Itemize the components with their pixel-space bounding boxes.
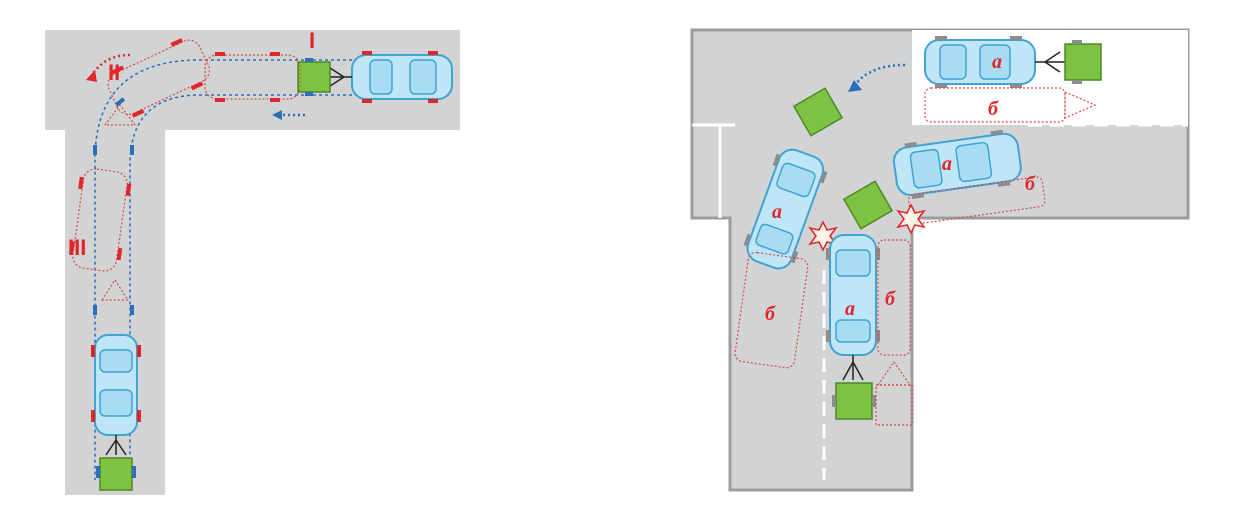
- ghost-b-right-label: б: [1025, 173, 1036, 195]
- track-outer: [94, 59, 430, 480]
- road-l-shape-right: [692, 30, 1188, 490]
- road-l-shape: [45, 30, 460, 495]
- stage-label-1: I: [309, 28, 315, 53]
- ghost-trailer-stage-2: [103, 97, 137, 126]
- collision-star-right: [896, 203, 926, 235]
- track-inner: [129, 94, 430, 480]
- move-arrow-head: [848, 80, 862, 92]
- ghost-b-center: [875, 239, 913, 426]
- collision-star-left: [808, 220, 838, 252]
- car-a-right: [892, 129, 1022, 199]
- ghost-trailer-stage-3: [93, 145, 134, 315]
- right-diagram-svg: а б а б: [690, 28, 1190, 492]
- car-final: [91, 334, 141, 456]
- ghost-car-stage-3: [69, 168, 132, 272]
- car-a-left: [743, 148, 828, 270]
- car-a-center: [826, 234, 880, 381]
- left-diagram: I II III: [0, 0, 520, 523]
- ghost-b-center-label: б: [885, 288, 896, 310]
- trailer-rotated: [792, 87, 844, 137]
- car-a-top: а: [924, 36, 1065, 88]
- car-stage-1: [329, 51, 453, 103]
- car-a-center-label: а: [845, 298, 855, 320]
- ghost-b-top: б: [924, 87, 1097, 123]
- ghost-b-top-label: б: [988, 98, 999, 120]
- turn-arrow-red-head: [86, 70, 97, 82]
- right-diagram: а б а б: [640, 0, 1235, 523]
- car-a-right-label: а: [942, 153, 952, 175]
- car-a-left-label: а: [772, 201, 782, 223]
- trailer-center: [842, 180, 894, 230]
- trailer-top: [1064, 40, 1102, 84]
- left-diagram-svg: I II III: [45, 28, 460, 495]
- trailer-stage-1: [297, 58, 331, 96]
- trailer-final: [96, 457, 136, 491]
- car-a-top-label: а: [992, 51, 1002, 73]
- stage-label-2: II: [108, 60, 120, 85]
- reverse-arrow-blue-head: [272, 110, 282, 120]
- move-arrow: [854, 63, 906, 86]
- ghost-b-left-label: б: [765, 303, 776, 325]
- ghost-car-stage-2: [107, 38, 210, 118]
- ghost-car-stage-1: [204, 52, 301, 102]
- stage-label-3: III: [68, 235, 86, 260]
- trailer-bottom: [832, 382, 876, 420]
